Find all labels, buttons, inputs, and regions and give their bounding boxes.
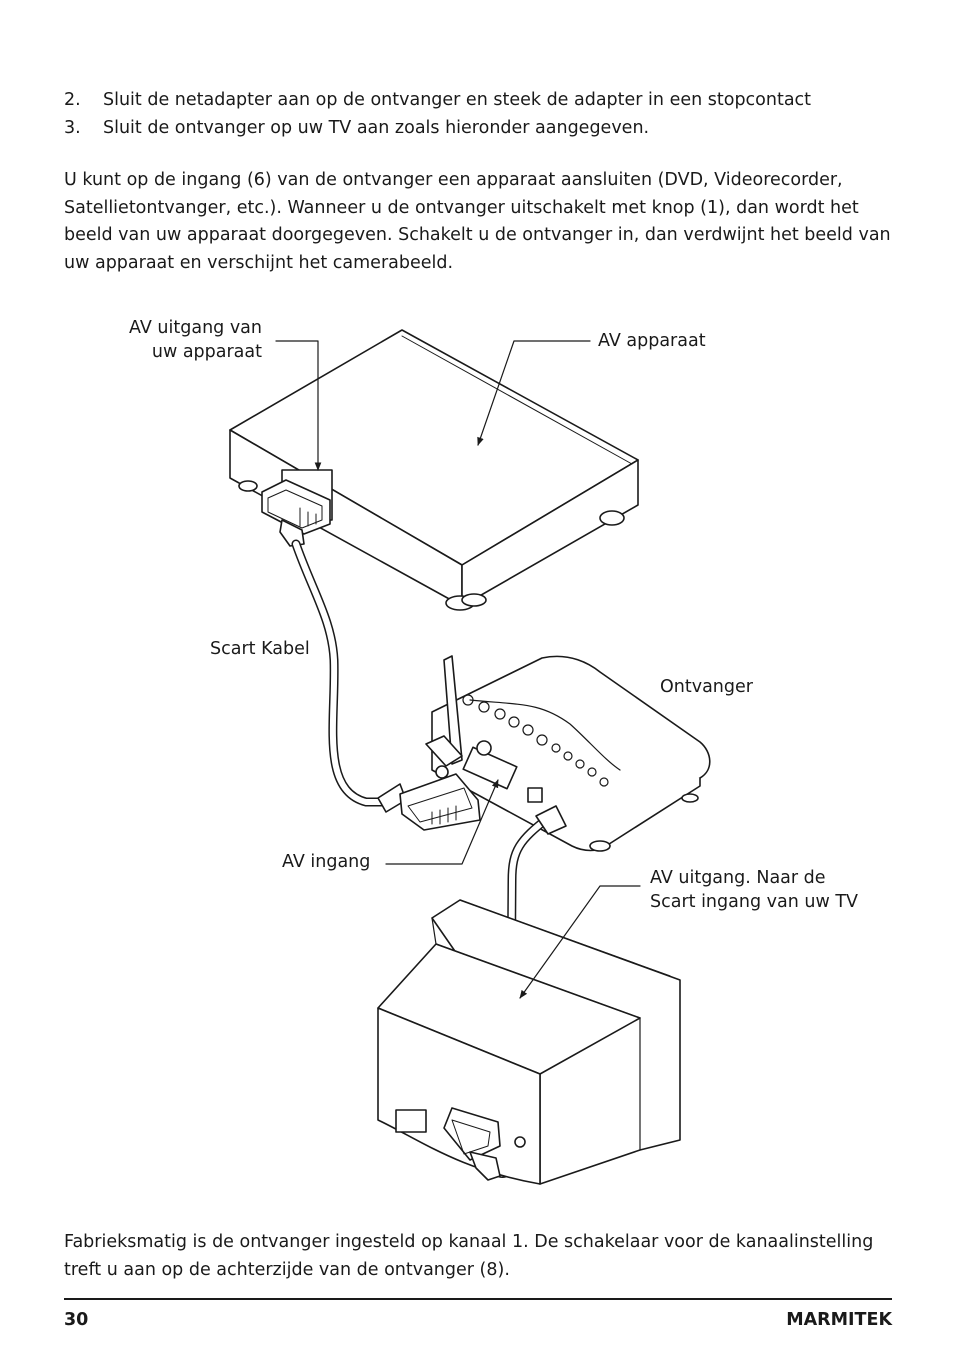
step-text: Sluit de netadapter aan op de ontvanger … — [103, 90, 812, 110]
intro-paragraph: U kunt op de ingang (6) van de ontvanger… — [64, 170, 891, 273]
step-3: 3. Sluit de ontvanger op uw TV aan zoals … — [64, 114, 904, 142]
tv-illustration — [377, 899, 681, 1185]
label-leader-lines — [275, 340, 641, 999]
step-number: 2. — [64, 90, 81, 110]
step-2: 2. Sluit de netadapter aan op de ontvange… — [64, 86, 904, 114]
footer-rule — [64, 1298, 892, 1300]
closing-paragraph: Fabrieksmatig is de ontvanger ingesteld … — [64, 1232, 874, 1280]
scart-plug-receiver — [377, 773, 481, 831]
step-text: Sluit de ontvanger op uw TV aan zoals hi… — [103, 118, 650, 138]
label-av-output: AV uitgang van uw apparaat — [96, 316, 262, 364]
brand-name: MARMITEK — [786, 1310, 892, 1330]
receiver-illustration — [425, 655, 711, 852]
av-device-illustration — [229, 329, 639, 611]
label-av-output-line1: AV uitgang van — [129, 318, 262, 338]
label-receiver: Ontvanger — [660, 677, 753, 697]
label-av-output-tv: AV uitgang. Naar de Scart ingang van uw … — [650, 866, 858, 914]
page-number: 30 — [64, 1310, 89, 1330]
label-av-output-tv-line1: AV uitgang. Naar de — [650, 868, 826, 888]
label-av-input: AV ingang — [282, 852, 371, 872]
instruction-steps: 2. Sluit de netadapter aan op de ontvange… — [64, 86, 904, 142]
step-number: 3. — [64, 118, 81, 138]
label-av-device: AV apparaat — [598, 331, 706, 351]
label-av-output-tv-line2: Scart ingang van uw TV — [650, 892, 858, 912]
label-scart-cable: Scart Kabel — [210, 639, 310, 659]
label-av-output-line2: uw apparaat — [151, 342, 262, 362]
